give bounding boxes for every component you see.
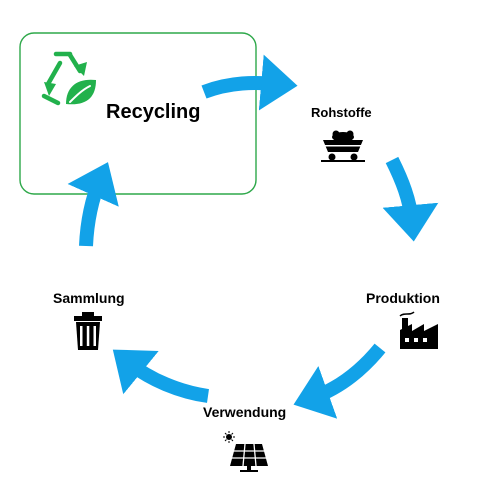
node-rohstoffe-label: Rohstoffe bbox=[311, 105, 372, 120]
node-sammlung-label: Sammlung bbox=[53, 290, 125, 306]
node-recycling: Recycling bbox=[41, 51, 200, 123]
arrow-produktion-to-verwendung bbox=[293, 343, 386, 419]
arrow-sammlung-to-recycling bbox=[67, 162, 119, 247]
node-sammlung: Sammlung bbox=[53, 290, 125, 350]
factory-icon bbox=[399, 311, 438, 349]
mine-cart-icon bbox=[321, 130, 365, 162]
node-verwendung-label: Verwendung bbox=[203, 404, 286, 420]
arrow-rohstoffe-to-produktion bbox=[382, 156, 439, 242]
node-recycling-label: Recycling bbox=[106, 101, 200, 123]
node-produktion: Produktion bbox=[366, 290, 440, 349]
trash-bin-icon bbox=[74, 312, 102, 350]
node-verwendung: Verwendung bbox=[203, 404, 286, 472]
solar-panel-icon bbox=[223, 431, 268, 472]
cycle-arrows bbox=[67, 54, 439, 419]
recycling-highlight-box bbox=[19, 32, 257, 195]
node-rohstoffe: Rohstoffe bbox=[311, 105, 372, 162]
node-produktion-label: Produktion bbox=[366, 290, 440, 306]
arrow-recycling-to-rohstoffe bbox=[201, 54, 298, 111]
arrow-verwendung-to-sammlung bbox=[112, 349, 210, 403]
recycle-leaf-icon bbox=[41, 51, 96, 106]
sun-icon bbox=[223, 431, 235, 443]
